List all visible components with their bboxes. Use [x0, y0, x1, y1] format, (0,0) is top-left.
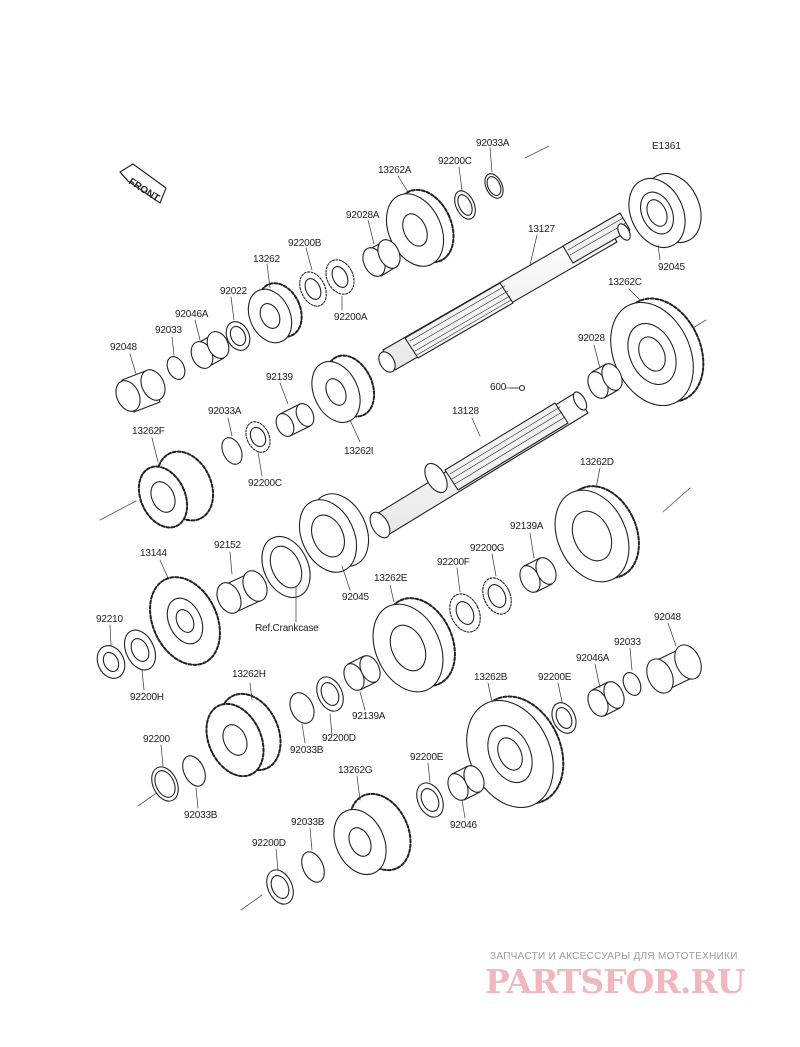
collar-92152 — [216, 570, 268, 614]
bearing-92028A — [362, 239, 401, 277]
callout-92046A-right[interactable]: 92046A — [576, 653, 610, 664]
callout-92152[interactable]: 92152 — [214, 540, 241, 551]
callout-92200H[interactable]: 92200H — [130, 692, 164, 703]
callout-92045-mid[interactable]: 92045 — [342, 592, 369, 603]
plug-600-icon — [518, 384, 526, 392]
sprocket-13144 — [149, 576, 221, 666]
callout-92022[interactable]: 92022 — [220, 286, 247, 297]
bearing-92045-mid — [298, 493, 370, 573]
callout-92139A-mid[interactable]: 92139A — [352, 711, 386, 722]
bushing-92139 — [275, 403, 315, 437]
gear-13262D — [554, 485, 640, 583]
callout-92139[interactable]: 92139 — [266, 372, 293, 383]
callout-92200B[interactable]: 92200B — [288, 238, 322, 249]
callout-13262G[interactable]: 13262G — [338, 765, 373, 776]
washer-92200E-bottom — [416, 782, 444, 818]
callout-13262C[interactable]: 13262C — [608, 277, 642, 288]
washers-lower-mid — [289, 676, 344, 724]
gear-13262I — [311, 354, 376, 424]
bearing-92045-top — [628, 173, 702, 248]
gear-13262 — [247, 282, 303, 344]
callout-92033B-bottom[interactable]: 92033B — [291, 817, 325, 828]
callout-92200G[interactable]: 92200G — [470, 543, 505, 554]
callout-13262B[interactable]: 13262B — [474, 672, 508, 683]
callout-92200A[interactable]: 92200A — [334, 312, 368, 323]
parts-top-left — [115, 321, 251, 413]
gear-13262A — [385, 188, 455, 267]
gear-13262C — [610, 297, 705, 407]
gear-13262B — [466, 695, 565, 809]
gear-13262F — [137, 450, 215, 529]
callout-92200[interactable]: 92200 — [143, 734, 170, 745]
washers-92200A-92200B — [299, 259, 355, 307]
watermark-brand: PARTSFOR.RU — [485, 962, 746, 1001]
ref-crankcase-label: Ref.Crankcase — [255, 623, 319, 634]
callout-92033A-mid[interactable]: 92033A — [208, 406, 242, 417]
callout-92139A-right[interactable]: 92139A — [510, 521, 544, 532]
parts-mid-right — [449, 557, 557, 633]
callout-13262F[interactable]: 13262F — [132, 426, 165, 437]
callout-92046A-top[interactable]: 92046A — [175, 309, 209, 320]
callout-13144[interactable]: 13144 — [140, 548, 167, 559]
callout-92033B-mid[interactable]: 92033B — [290, 745, 324, 756]
callout-13127[interactable]: 13127 — [528, 224, 555, 235]
callout-92048-top[interactable]: 92048 — [110, 342, 137, 353]
bearing-92046 — [447, 765, 485, 801]
watermark-subtitle: ЗАПЧАСТИ И АКСЕССУАРЫ ДЛЯ МОТОТЕХНИКИ — [490, 951, 738, 962]
callout-92200D-mid[interactable]: 92200D — [322, 733, 356, 744]
callout-13262A[interactable]: 13262A — [378, 165, 412, 176]
callout-92046[interactable]: 92046 — [450, 820, 477, 831]
nut-92210 — [96, 629, 157, 679]
washers-mid-left — [221, 421, 271, 465]
callout-13128[interactable]: 13128 — [452, 406, 479, 417]
callout-92200E-right[interactable]: 92200E — [538, 672, 572, 683]
gear-13262G — [333, 792, 412, 875]
callout-13262E[interactable]: 13262E — [374, 573, 408, 584]
shaft-13127 — [378, 212, 631, 373]
bearing-92139A-mid — [343, 655, 381, 691]
front-arrow-icon — [119, 163, 167, 204]
bearing-92028 — [587, 363, 623, 399]
callout-92200E-bottom[interactable]: 92200E — [410, 752, 444, 763]
callout-92200D-bottom[interactable]: 92200D — [252, 838, 286, 849]
gear-13262E — [372, 597, 456, 693]
callout-92033B-left[interactable]: 92033B — [184, 810, 218, 821]
callout-13262[interactable]: 13262 — [253, 254, 280, 265]
callout-13262H[interactable]: 13262H — [232, 669, 266, 680]
diagram-code: E1361 — [652, 141, 681, 152]
callout-92200F[interactable]: 92200F — [437, 557, 470, 568]
callout-92033A-top[interactable]: 92033A — [476, 138, 510, 149]
oil-seal — [261, 535, 311, 599]
parts-lower-right — [551, 644, 702, 734]
callout-92028A[interactable]: 92028A — [346, 210, 380, 221]
callout-600[interactable]: 600 — [490, 382, 507, 393]
callout-92210[interactable]: 92210 — [96, 614, 123, 625]
washers-bottom — [266, 851, 325, 905]
gear-13262H — [205, 692, 282, 778]
callout-92028[interactable]: 92028 — [578, 333, 605, 344]
callout-92200C-mid[interactable]: 92200C — [248, 478, 282, 489]
callout-92045-top[interactable]: 92045 — [658, 262, 685, 273]
washers-lower-left — [151, 755, 206, 802]
washers-top — [454, 173, 504, 220]
callout-92033-top[interactable]: 92033 — [155, 325, 182, 336]
callout-92033-right[interactable]: 92033 — [614, 637, 641, 648]
shaft-13128 — [369, 391, 589, 539]
leader-lines — [109, 147, 677, 871]
callout-92048-right[interactable]: 92048 — [654, 612, 681, 623]
callout-13262D[interactable]: 13262D — [580, 457, 614, 468]
callout-92200C-top[interactable]: 92200C — [438, 156, 472, 167]
callout-13262I[interactable]: 13262I — [344, 446, 374, 457]
